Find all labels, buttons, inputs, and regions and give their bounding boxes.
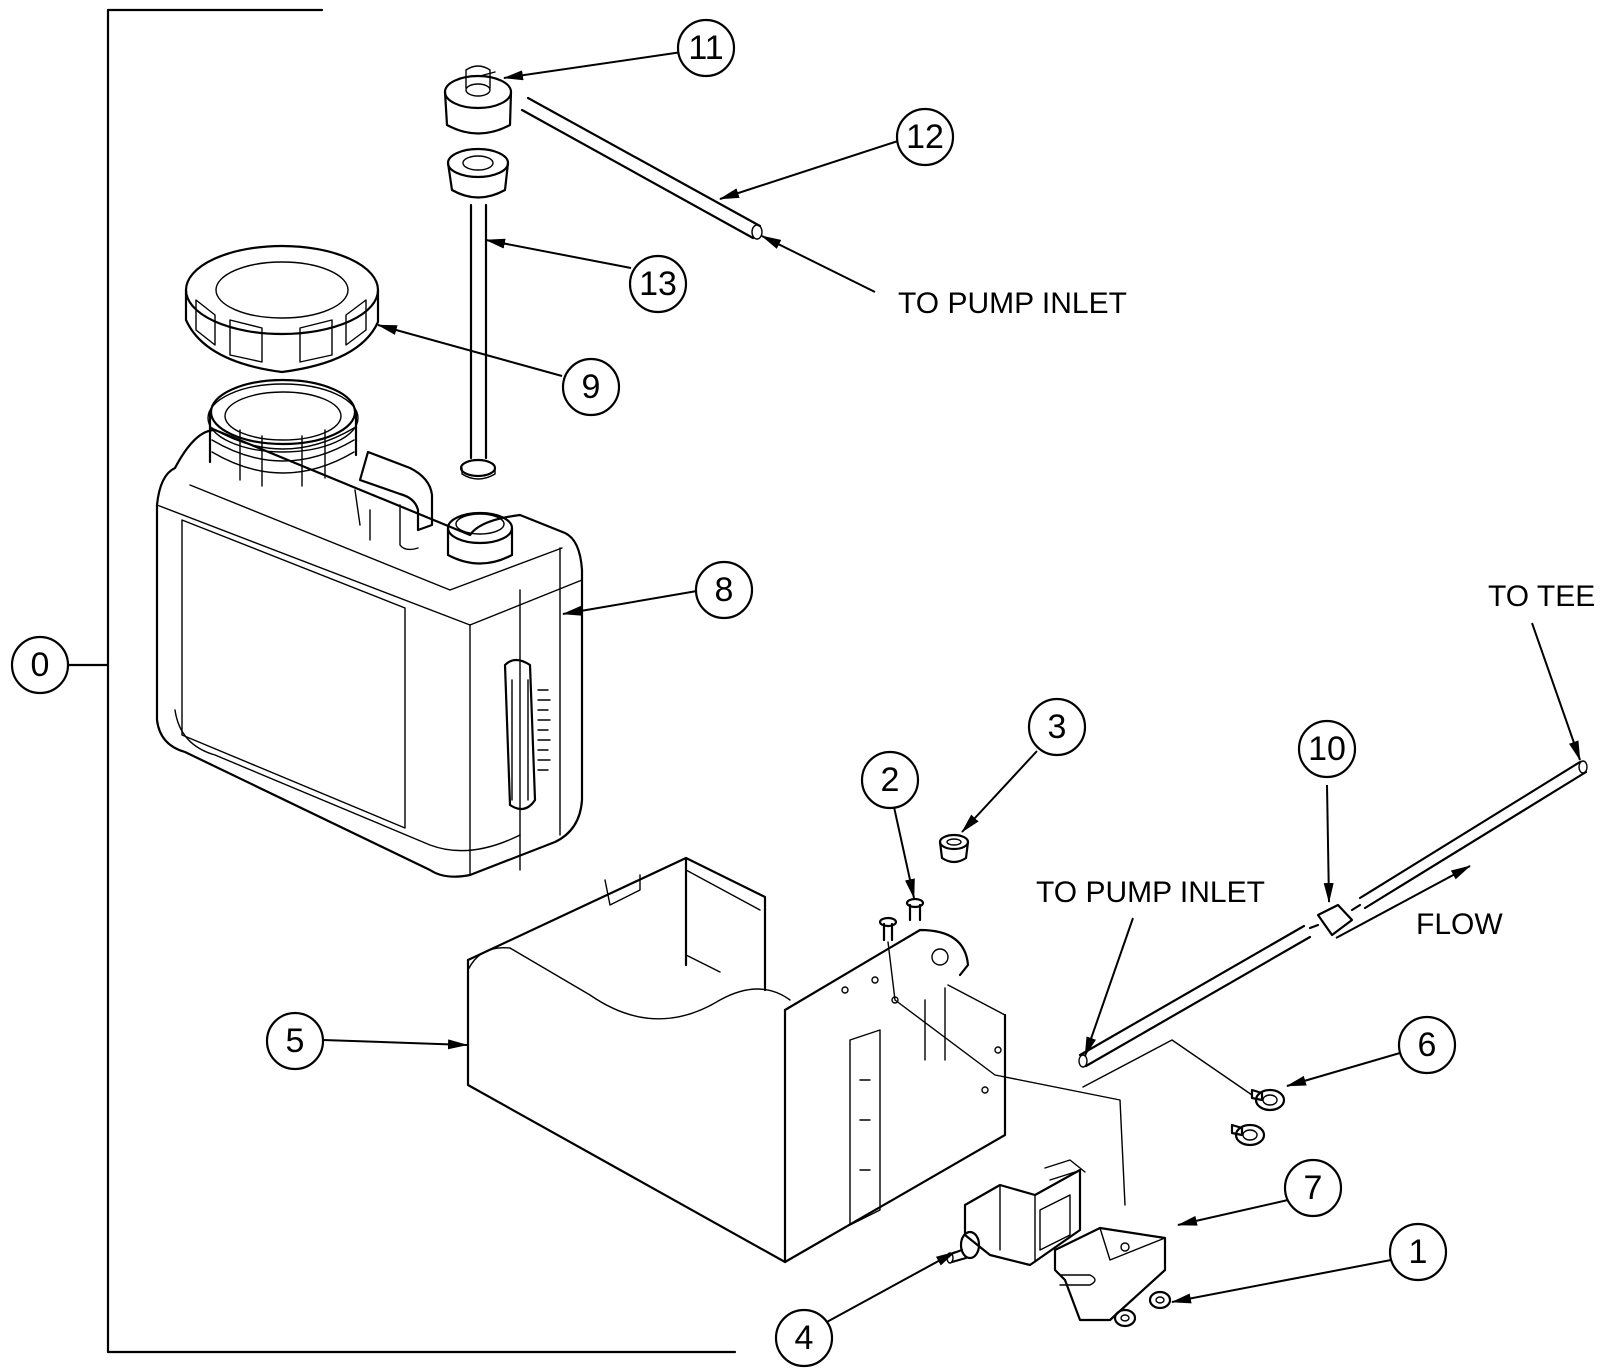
- outlet-tubing: [1078, 760, 1588, 1068]
- callout-11-label: 11: [688, 29, 723, 67]
- callout-8: 8: [694, 560, 754, 620]
- callout-7-label: 7: [1304, 1169, 1323, 1207]
- callout-12: 12: [895, 107, 955, 167]
- leader-lines: [322, 51, 1581, 1324]
- callout-5: 5: [265, 1011, 325, 1071]
- callout-10-label: 10: [1308, 730, 1346, 768]
- leader-10: [1323, 784, 1334, 903]
- callout-13-label: 13: [639, 265, 677, 303]
- flow-arrow: [1335, 865, 1471, 939]
- leader-13: [485, 238, 632, 269]
- leader-1: [1171, 1259, 1392, 1304]
- callout-11: 11: [676, 18, 736, 78]
- note-to-pump-inlet-bottom: TO PUMP INLET: [1036, 876, 1265, 909]
- callout-7: 7: [1283, 1158, 1343, 1218]
- leader-7: [1177, 1199, 1289, 1226]
- leader-8: [562, 590, 698, 616]
- callout-6: 6: [1397, 1015, 1457, 1075]
- callout-1: 1: [1388, 1222, 1448, 1282]
- leader-to-tee: [1531, 622, 1581, 761]
- leader-to-pump-inlet-top: [761, 235, 876, 293]
- screws: [878, 897, 1126, 1206]
- reservoir-tank: [155, 378, 584, 878]
- inlet-tube: [520, 96, 763, 240]
- leader-6: [1286, 1052, 1401, 1087]
- callout-3: 3: [1027, 697, 1087, 757]
- callout-13: 13: [628, 254, 688, 314]
- hose-clamps: [1082, 1039, 1286, 1147]
- callout-9-label: 9: [582, 368, 601, 406]
- pump-bracket: [1053, 1226, 1167, 1322]
- leader-2: [893, 806, 915, 899]
- callout-2: 2: [860, 750, 920, 810]
- callout-1-label: 1: [1409, 1233, 1428, 1271]
- leader-5: [322, 1039, 468, 1050]
- leader-9: [377, 324, 563, 377]
- callout-2-label: 2: [881, 761, 900, 799]
- leader-4: [824, 1251, 956, 1324]
- callout-9: 9: [561, 357, 621, 417]
- callout-4-label: 4: [795, 1319, 814, 1357]
- callout-12-label: 12: [906, 118, 944, 156]
- callout-3-label: 3: [1048, 708, 1067, 746]
- callout-4: 4: [774, 1308, 834, 1368]
- callout-0-label: 0: [31, 646, 50, 684]
- grommet: [938, 833, 970, 864]
- callout-8-label: 8: [715, 571, 734, 609]
- pickup-tube: [443, 65, 513, 480]
- note-flow: FLOW: [1416, 908, 1503, 941]
- note-to-pump-inlet-top: TO PUMP INLET: [898, 287, 1127, 320]
- leader-to-pump-inlet-bottom: [1084, 917, 1134, 1057]
- tank-housing: [466, 856, 1007, 1264]
- callout-0: 0: [10, 635, 70, 695]
- leader-12: [719, 139, 902, 200]
- note-to-tee: TO TEE: [1488, 580, 1595, 613]
- callout-6-label: 6: [1418, 1026, 1437, 1064]
- pump: [946, 1159, 1086, 1267]
- callout-10: 10: [1297, 719, 1357, 779]
- leader-11: [503, 51, 683, 81]
- callout-5-label: 5: [286, 1022, 305, 1060]
- tank-cap: [184, 244, 380, 374]
- leader-3: [961, 750, 1038, 833]
- assembly-bracket: [66, 8, 737, 1354]
- nuts: [1113, 1290, 1172, 1328]
